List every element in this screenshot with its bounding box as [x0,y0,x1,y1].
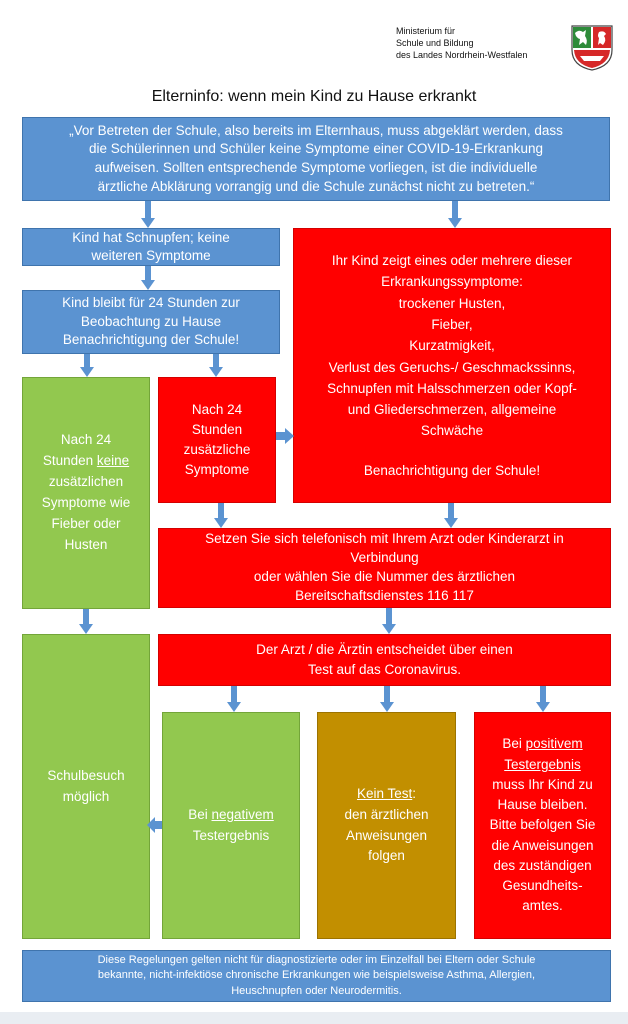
arrow-down-icon [227,686,241,712]
negative-bei: Bei [188,807,212,823]
positive-word: positivem [525,736,583,752]
symptoms-line-6: Verlust des Geruchs-/ Geschmackssinns, [328,359,576,375]
symptoms-line-3: trockener Husten, [398,295,506,311]
arrow-down-icon [380,686,394,712]
nrw-coat-of-arms-icon [571,25,613,71]
positive-result-line-5: Bitte befolgen Sie [489,817,596,833]
school-visit-line-2: möglich [62,788,110,804]
positive-result-line-8: Gesundheits- [502,878,583,894]
arrow-down-icon [214,503,228,528]
page-title: Elterninfo: wenn mein Kind zu Hause erkr… [151,88,477,105]
negative-result-box: Bei negativem Testergebnis [162,712,300,939]
no-symptoms-box: Nach 24 Stunden keine zusätzlichen Sympt… [22,377,150,609]
school-visit-line-1: Schulbesuch [47,768,125,784]
arrow-down-icon [209,354,223,377]
intro-line-4: ärztliche Abklärung vorrangig und die Sc… [97,178,535,194]
no-test-line-4: folgen [368,848,405,864]
beobachtung-line-1: Kind bleibt für 24 Stunden zur [62,294,240,310]
contact-doctor-line-1: Setzen Sie sich telefonisch mit Ihrem Ar… [205,531,564,547]
symptoms-notice: Benachrichtigung der Schule! [363,462,541,478]
no-test-box: Kein Test: den ärztlichen Anweisungen fo… [317,712,456,939]
arrow-left-icon [147,817,162,833]
extra-symptoms-box: Nach 24 Stunden zusätzliche Symptome [158,377,276,503]
schnupfen-box: Kind hat Schnupfen; keine weiteren Sympt… [22,228,280,266]
contact-doctor-box: Setzen Sie sich telefonisch mit Ihrem Ar… [158,528,611,608]
no-symptoms-line-4: Symptome wie [41,495,131,510]
symptoms-line-8: und Gliederschmerzen, allgemeine [347,402,557,418]
intro-line-2: die Schülerinnen und Schüler keine Sympt… [89,141,543,157]
no-test-line-3: Anweisungen [345,827,428,843]
arrow-down-icon [79,609,93,634]
symptoms-line-1: Ihr Kind zeigt eines oder mehrere dieser [331,252,573,268]
intro-box: „Vor Betreten der Schule, also bereits i… [22,117,610,201]
intro-line-3: aufweisen. Sollten entsprechende Symptom… [94,160,538,175]
ministry-name: Ministerium für Schule und Bildung des L… [396,25,527,61]
positive-result-line-3: muss Ihr Kind zu [492,776,593,792]
beobachtung-box: Kind bleibt für 24 Stunden zur Beobachtu… [22,290,280,354]
footer-line-1: Diese Regelungen gelten nicht für diagno… [97,953,536,966]
positive-result-line-4: Hause bleiben. [497,797,588,813]
extra-symptoms-line-2: Stunden [191,421,243,437]
doctor-decision-box: Der Arzt / die Ärztin entscheidet über e… [158,634,611,686]
no-symptoms-keine: keine [96,453,130,469]
symptoms-line-5: Kurzatmigkeit, [409,338,495,354]
no-symptoms-stunden: Stunden [42,453,97,469]
positive-result-line-1: Bei positivem [502,734,582,754]
contact-doctor-line-3: oder wählen Sie die Nummer des ärztliche… [253,569,516,584]
ministry-line-1: Ministerium für [396,26,456,36]
positive-result-line-9: amtes. [522,898,563,914]
doctor-decision-line-1: Der Arzt / die Ärztin entscheidet über e… [256,642,513,658]
arrow-down-icon [141,201,155,228]
positive-result-box: Bei positivem Testergebnis muss Ihr Kind… [474,712,611,939]
doctor-decision-line-2: Test auf das Coronavirus. [307,662,462,677]
symptoms-line-7: Schnupfen mit Halsschmerzen oder Kopf- [327,380,577,396]
extra-symptoms-line-1: Nach 24 [191,401,243,417]
symptoms-line-4: Fieber, [431,316,473,332]
symptoms-line-2: Erkrankungssymptome: [381,274,523,290]
positive-bei: Bei [502,736,526,752]
no-test-colon: : [412,785,417,801]
arrow-down-icon [448,201,462,228]
arrow-down-icon [141,266,155,290]
no-test-line-1: Kein Test: [357,784,416,805]
symptoms-line-9: Schwäche [420,423,484,439]
school-visit-box: Schulbesuch möglich [22,634,150,939]
schnupfen-line-2: weiteren Symptome [91,248,211,263]
contact-doctor-line-4: Bereitschaftsdienstes 116 117 [295,587,474,603]
arrow-down-icon [382,608,396,634]
arrow-right-icon [276,428,294,444]
positive-result-line-2: Testergebnis [504,756,581,772]
no-test-line-2: den ärztlichen [344,806,429,822]
footer-line-2: bekannte, nicht-infektiöse chronische Er… [97,969,536,982]
negative-result-line-1: Bei negativem [188,805,274,825]
no-test-word: Kein Test [356,785,413,801]
positive-result-line-6: die Anweisungen [491,837,594,853]
no-symptoms-line-3: zusätzlichen [48,474,124,490]
no-symptoms-line-5: Fieber oder [51,515,121,531]
no-symptoms-line-2: Stunden keine [43,451,129,472]
ministry-line-3: des Landes Nordrhein-Westfalen [396,50,528,60]
arrow-down-icon [444,503,458,528]
bottom-band [0,1012,628,1024]
no-symptoms-line-6: Husten [64,536,108,552]
symptoms-box: Ihr Kind zeigt eines oder mehrere dieser… [293,228,611,503]
footer-line-3: Heuschnupfen oder Neurodermitis. [231,984,402,997]
beobachtung-line-2: Beobachtung zu Hause [80,313,222,329]
contact-doctor-line-2: Verbindung [350,550,419,566]
ministry-line-2: Schule und Bildung [396,38,474,48]
extra-symptoms-line-3: zusätzliche [183,442,251,457]
extra-symptoms-line-4: Symptome [184,462,250,478]
no-symptoms-line-1: Nach 24 [60,432,112,448]
negative-word: negativem [211,807,274,823]
footer-note-box: Diese Regelungen gelten nicht für diagno… [22,950,611,1002]
intro-line-1: „Vor Betreten der Schule, also bereits i… [69,122,563,138]
positive-result-line-7: des zuständigen [493,857,592,873]
arrow-down-icon [536,686,550,712]
schnupfen-line-1: Kind hat Schnupfen; keine [72,229,230,245]
arrow-down-icon [80,354,94,377]
beobachtung-line-3: Benachrichtigung der Schule! [62,332,240,348]
negative-result-line-2: Testergebnis [192,827,270,843]
